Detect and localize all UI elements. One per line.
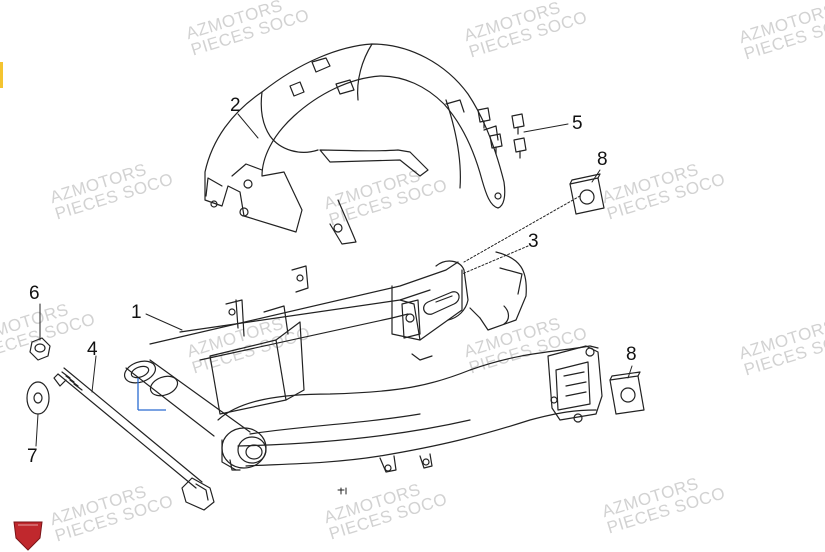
nut-part bbox=[29, 337, 51, 361]
callout-part-8-top: 8 bbox=[597, 149, 608, 170]
axis-marker bbox=[137, 378, 166, 411]
callout-part-6: 6 bbox=[29, 283, 40, 304]
callout-part-2: 2 bbox=[230, 95, 241, 116]
rear-fender-part bbox=[204, 43, 506, 245]
callout-part-7: 7 bbox=[27, 446, 38, 467]
swingarm-part bbox=[123, 260, 603, 473]
chain-pad-part bbox=[609, 371, 645, 415]
edge-marker bbox=[0, 62, 3, 88]
bolt-set-part bbox=[477, 107, 527, 159]
washer-part bbox=[26, 381, 50, 415]
callout-part-4: 4 bbox=[87, 339, 98, 360]
callout-part-5: 5 bbox=[572, 113, 583, 134]
leader-lines bbox=[35, 113, 633, 447]
azmotors-logo bbox=[13, 521, 43, 551]
chain-slider-part bbox=[469, 251, 527, 331]
chain-pad-part bbox=[569, 173, 605, 215]
callout-part-8-bottom: 8 bbox=[626, 344, 637, 365]
callout-part-3: 3 bbox=[528, 231, 539, 252]
pivot-bolt-part bbox=[53, 367, 215, 511]
callout-part-1: 1 bbox=[131, 302, 142, 323]
